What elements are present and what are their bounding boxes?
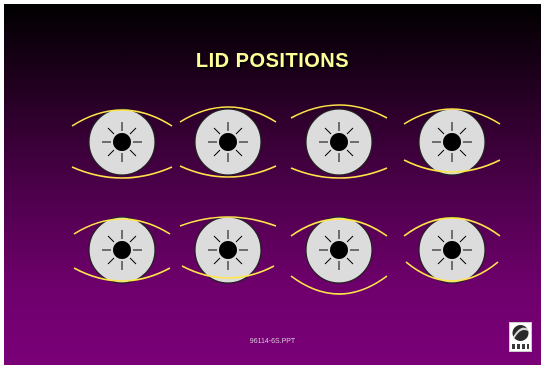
eye-6 bbox=[179, 216, 277, 284]
eye-4 bbox=[403, 108, 501, 176]
slide-title: LID POSITIONS bbox=[195, 50, 350, 72]
eye-2 bbox=[179, 106, 277, 178]
eye-5 bbox=[73, 216, 171, 284]
eye-8 bbox=[403, 216, 501, 284]
eye-diagrams bbox=[71, 104, 501, 295]
eye-1 bbox=[71, 108, 173, 179]
eye-7 bbox=[290, 216, 388, 295]
logo-icon bbox=[509, 322, 532, 352]
slide: LID POSITIONS bbox=[4, 4, 541, 365]
eye-3 bbox=[290, 104, 388, 179]
footer-file-code: 96114-6S.PPT bbox=[249, 338, 296, 345]
